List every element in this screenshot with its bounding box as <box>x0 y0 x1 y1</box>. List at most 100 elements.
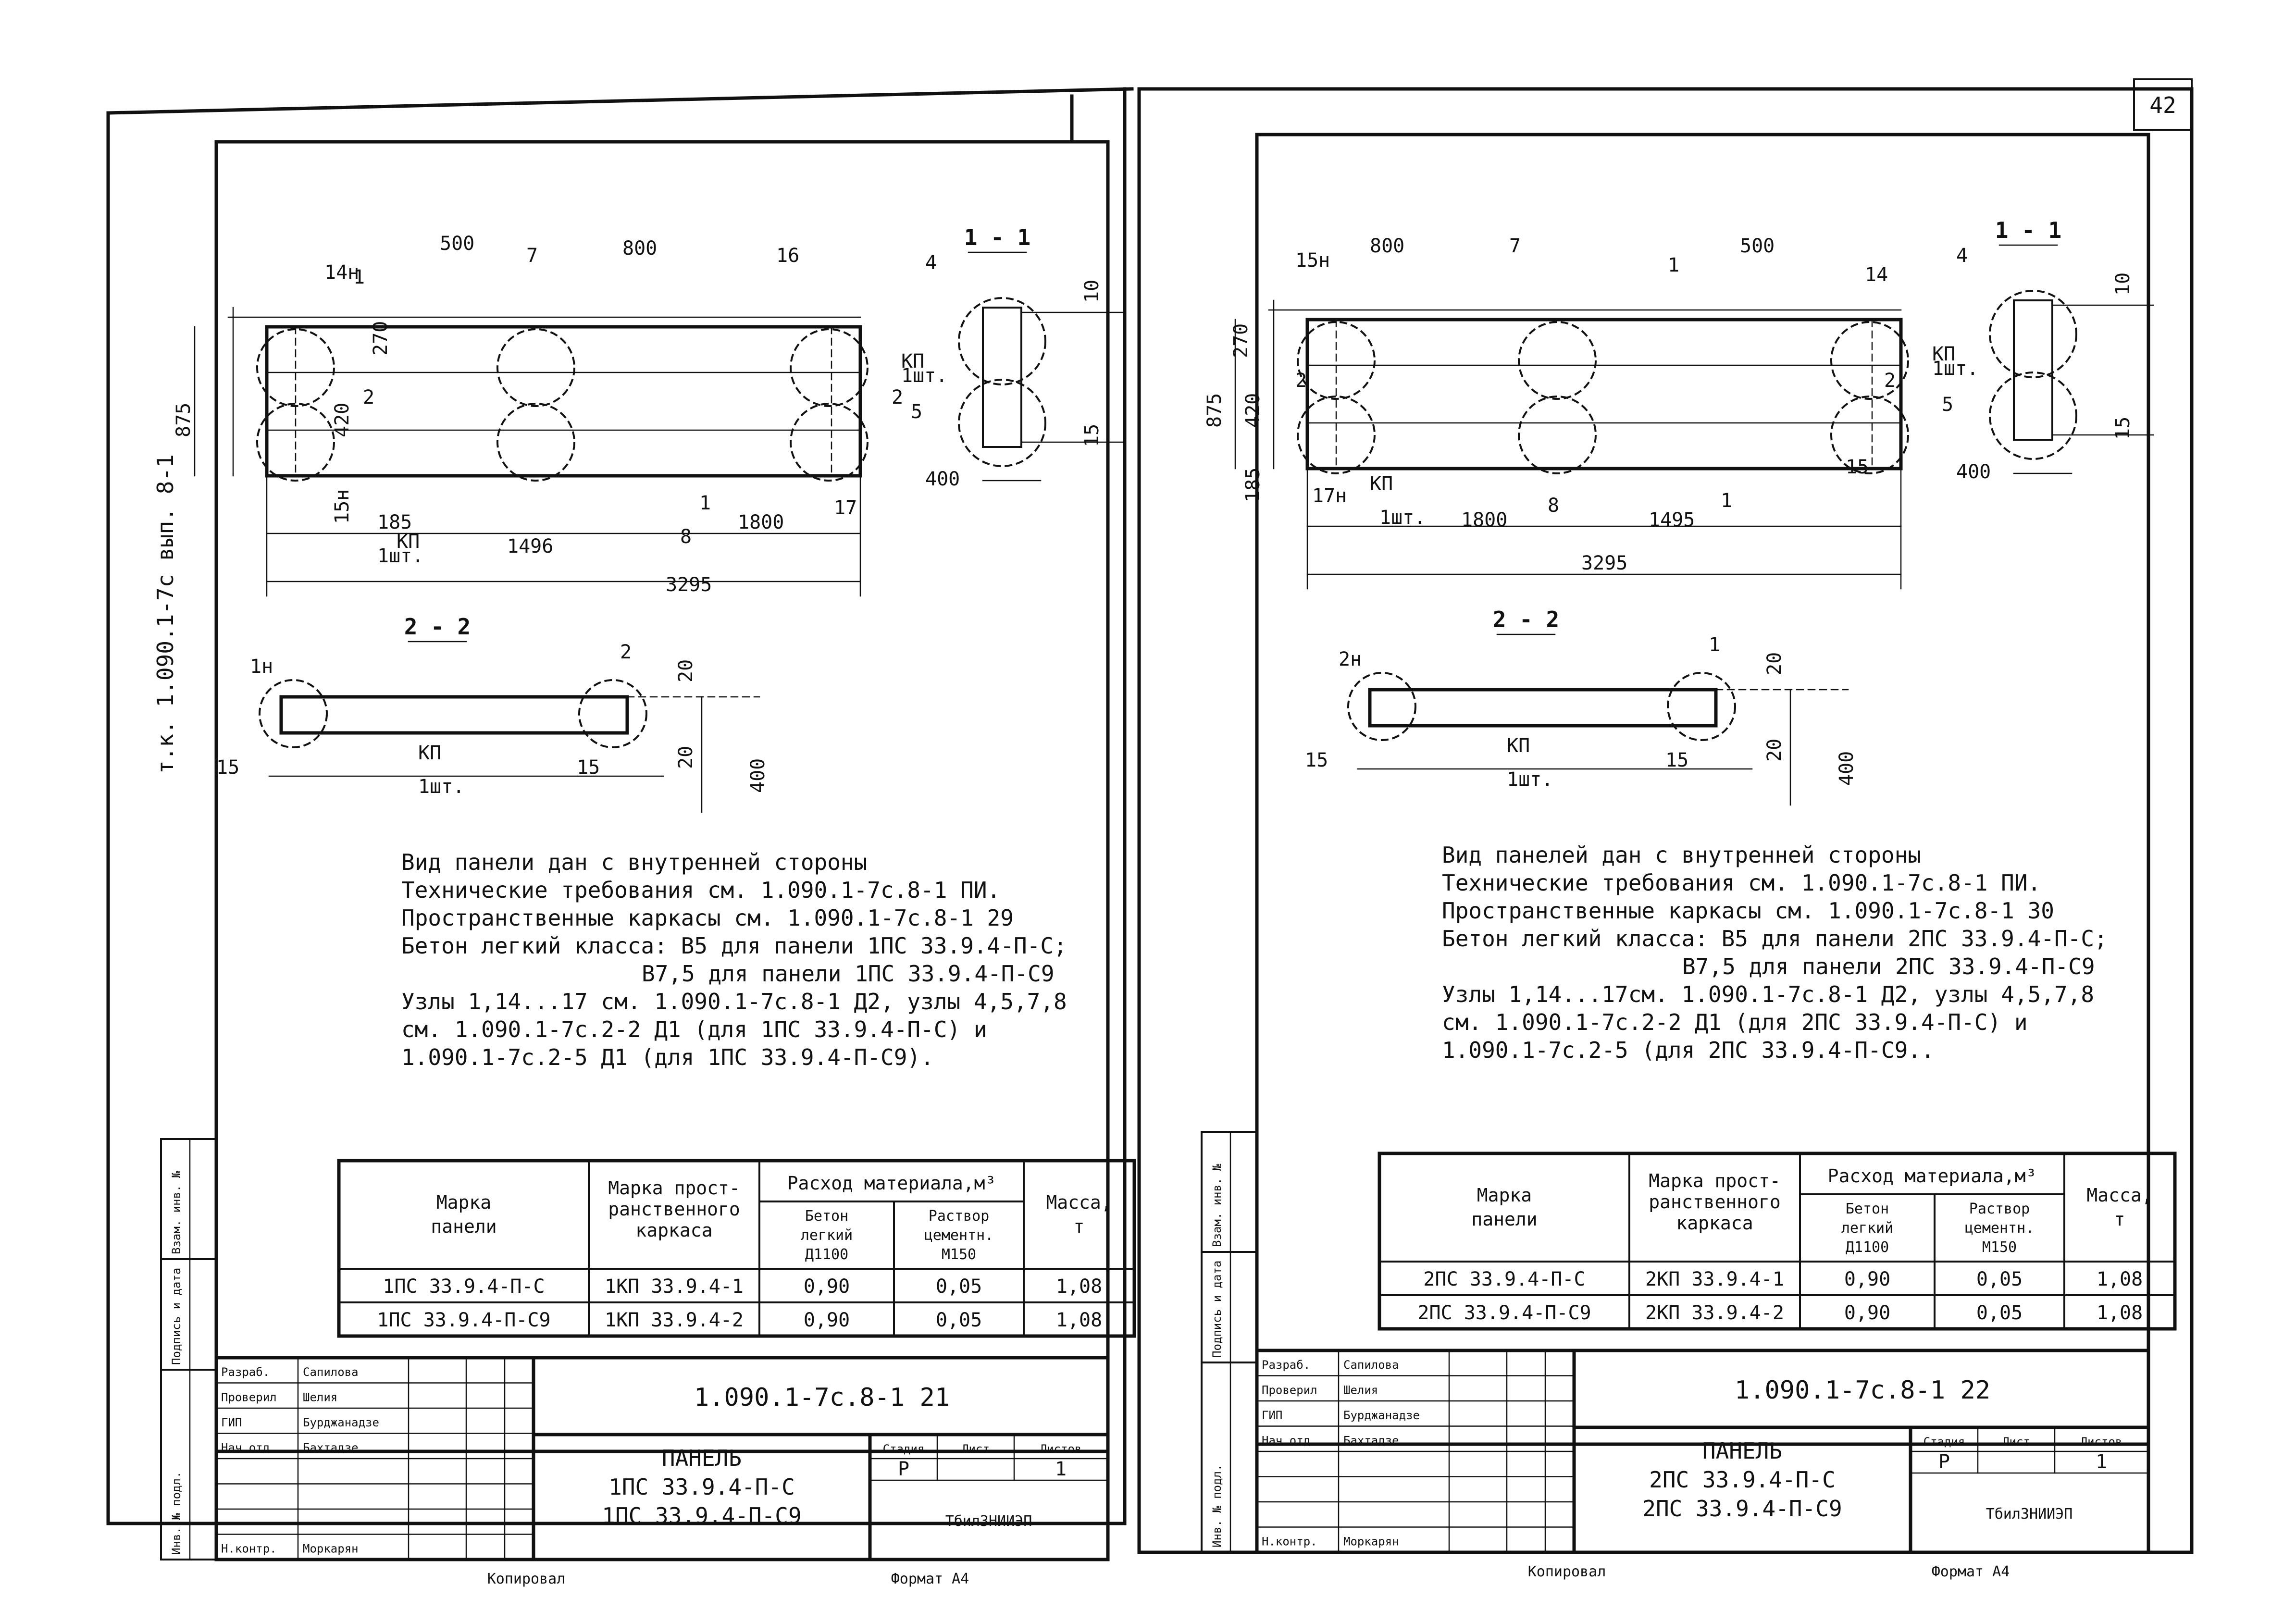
dimension-label: 16 <box>776 245 799 267</box>
page-number-box: 42 <box>2133 78 2193 131</box>
document-mark: 1ПС 33.9.4-П-С <box>608 1474 795 1500</box>
dimension-label: 7 <box>526 245 538 267</box>
note-line: Вид панелей дан с внутренней стороны <box>1442 842 1921 868</box>
dimension-label: 2 <box>1884 370 1896 392</box>
section-profile <box>982 307 1022 448</box>
dimension-label: 20 <box>1763 652 1786 675</box>
section-title: 1 - 1 <box>964 224 1030 250</box>
table-header: легкий <box>801 1227 853 1244</box>
format-caption: Формат А4 <box>1932 1563 2010 1580</box>
table-cell: 2ПС 33.9.4-П-С <box>1423 1268 1585 1290</box>
table-cell: 1ПС 33.9.4-П-С9 <box>377 1309 550 1331</box>
title-block-role: Н.контр. <box>1262 1535 1317 1548</box>
section-profile <box>1368 688 1718 728</box>
stamp-label: Инв. № подл. <box>170 1472 183 1555</box>
copied-caption: Копировал <box>1528 1563 1606 1580</box>
document-code: 1.090.1-7с.8-1 22 <box>1735 1376 1990 1405</box>
title-block-role: Проверил <box>221 1391 277 1404</box>
stamp-label: Подпись и дата <box>170 1268 183 1365</box>
node-circle <box>496 403 575 482</box>
table-cell: 1,08 <box>2097 1302 2143 1324</box>
note-line: В7,5 для панели 1ПС 33.9.4-П-С9 <box>642 961 1055 987</box>
dimension-label: 15н <box>1295 249 1330 272</box>
stamp-label: Взам. инв. № <box>170 1171 183 1254</box>
node-circle <box>1297 321 1376 400</box>
node-circle <box>1518 396 1597 474</box>
dimension-label: 15 <box>577 756 600 779</box>
dimension-label: 3295 <box>1581 552 1627 574</box>
dimension-label: 1 <box>353 266 365 288</box>
node-circle <box>1989 290 2077 378</box>
title-block-name: Шелия <box>303 1391 337 1404</box>
dimension-label: 15 <box>1846 456 1869 478</box>
title-block-name: Бурджанадзе <box>303 1416 379 1429</box>
table-frame <box>337 1159 1136 1338</box>
title-block-role: Нач.отд. <box>221 1441 277 1455</box>
dimension-label: 15 <box>1081 424 1103 447</box>
organization: ТбилЗНИИЭП <box>1986 1506 2073 1523</box>
table-cell: 2ПС 33.9.4-П-С9 <box>1417 1302 1591 1324</box>
dimension-label: КП <box>1370 473 1393 495</box>
dimension-label: 500 <box>1740 235 1775 257</box>
title-block-header: Лист <box>2002 1435 2030 1449</box>
note-line: Пространственные каркасы см. 1.090.1-7с.… <box>401 905 1014 931</box>
dimension-label: 1шт. <box>1932 358 1978 380</box>
title-block-header: Лист <box>962 1442 990 1456</box>
section-profile <box>2013 299 2053 441</box>
dimension-label: 420 <box>331 403 353 437</box>
node-circle <box>256 328 335 407</box>
page-number: 42 <box>2149 92 2176 118</box>
dimension-label: 1496 <box>507 535 553 557</box>
title-block-sheets: 1 <box>1055 1458 1067 1480</box>
dimension-label: 400 <box>747 758 769 793</box>
dimension-label: 2 <box>620 641 632 663</box>
dimension-label: 4 <box>925 252 937 274</box>
note-line: см. 1.090.1-7с.2-2 Д1 (для 2ПС 33.9.4-П-… <box>1442 1009 2028 1035</box>
table-header: т <box>2114 1209 2125 1230</box>
table-header: каркаса <box>635 1220 712 1241</box>
dimension-label: 1шт. <box>1379 507 1426 529</box>
table-frame <box>1378 1151 2177 1331</box>
title-block-name: Бахтадзе <box>303 1441 359 1455</box>
table-cell: 1КП 33.9.4-1 <box>605 1275 744 1298</box>
document-title: ПАНЕЛЬ <box>1702 1438 1782 1464</box>
document-mark: 1ПС 33.9.4-П-С9 <box>602 1503 801 1529</box>
table-cell: 2КП 33.9.4-1 <box>1645 1268 1784 1290</box>
table-header: т <box>1074 1216 1085 1237</box>
dimension-label: 400 <box>1836 751 1858 786</box>
title-block-header: Листов <box>1040 1442 1082 1456</box>
section-title: 1 - 1 <box>1995 217 2061 243</box>
dimension-label: 5 <box>911 401 922 423</box>
table-cell: 0,05 <box>1976 1302 2023 1324</box>
node-circle <box>1830 396 1909 474</box>
dimension-label: 8 <box>1548 495 1559 517</box>
dimension-label: 20 <box>1763 739 1786 762</box>
stamp-label: Взам. инв. № <box>1210 1164 1224 1247</box>
title-block-stage: Р <box>1938 1451 1950 1473</box>
table-cell: 0,05 <box>936 1275 982 1298</box>
table-header: Бетон <box>1846 1201 1889 1217</box>
section-title: 2 - 2 <box>1493 607 1559 632</box>
table-header: Марка <box>1477 1185 1532 1206</box>
note-line: Узлы 1,14...17см. 1.090.1-7с.8-1 Д2, узл… <box>1442 981 2094 1007</box>
spine-caption: т.к. 1.090.1-7с вып. 8-1 <box>152 454 178 774</box>
left-sheet-top <box>106 87 1134 115</box>
title-block-name: Бурджанадзе <box>1343 1409 1420 1422</box>
dimension-label: 5 <box>1942 394 1953 416</box>
table-cell: 0,05 <box>1976 1268 2023 1290</box>
dimension-label: 20 <box>675 659 697 682</box>
stamp-label: Инв. № подл. <box>1210 1464 1224 1548</box>
table-cell: 1,08 <box>1056 1275 1102 1298</box>
table-cell: 1КП 33.9.4-2 <box>605 1309 744 1331</box>
note-line: 1.090.1-7с.2-5 Д1 (для 1ПС 33.9.4-П-С9). <box>401 1044 934 1070</box>
table-header: Марка прост- <box>608 1177 740 1199</box>
dimension-label: 15 <box>1665 749 1688 771</box>
note-line: Технические требования см. 1.090.1-7с.8-… <box>401 877 1000 903</box>
format-caption: Формат А4 <box>891 1571 969 1587</box>
table-header: ранственного <box>1649 1191 1781 1213</box>
node-circle <box>1297 396 1376 474</box>
dimension-label: 2н <box>1339 648 1362 670</box>
